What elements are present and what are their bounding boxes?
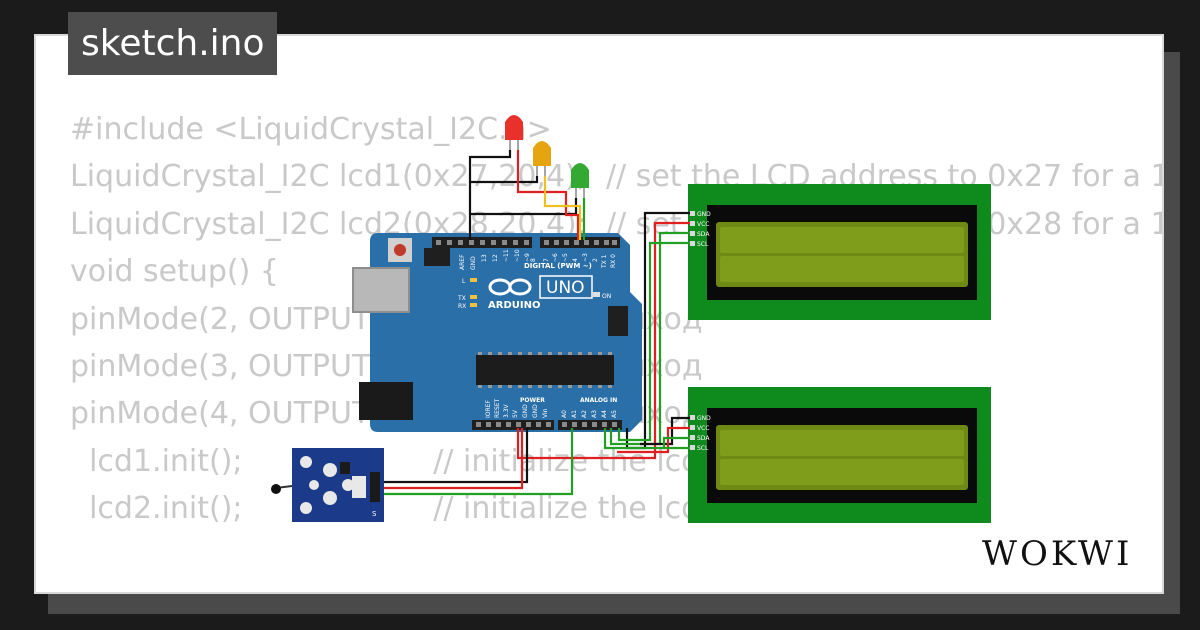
digital-header-label: DIGITAL (PWM ~) xyxy=(524,262,592,270)
pin-label: 8 xyxy=(530,258,537,262)
sensor-pin-label: S xyxy=(372,510,377,518)
arduino-infinity-icon xyxy=(488,278,532,296)
microcontroller-chip xyxy=(476,355,614,385)
usb-port xyxy=(352,267,410,313)
lcd-pin-label: SCL xyxy=(697,445,709,452)
pin-label: GND xyxy=(532,404,539,418)
pin-label: TX 1 xyxy=(601,254,608,269)
pin-label: 2 xyxy=(592,258,599,262)
analog-header-label: ANALOG IN xyxy=(580,397,617,404)
code-line: void setup() { xyxy=(70,254,279,290)
pin-label: A4 xyxy=(601,410,608,418)
lcd-pin-label: VCC xyxy=(697,425,709,432)
led-label-l: L xyxy=(462,278,466,285)
code-listing: #include <LiquidCrystal_I2C.h> LiquidCrys… xyxy=(70,106,1164,533)
pin-label: 7 xyxy=(543,258,550,262)
pin-label: ~3 xyxy=(582,253,589,262)
pin-label: 13 xyxy=(481,254,488,262)
pin-label: 12 xyxy=(492,254,499,262)
led-red[interactable] xyxy=(505,115,523,150)
led-label-tx: TX xyxy=(457,295,466,302)
arduino-brand-label: ARDUINO xyxy=(488,300,540,311)
lcd-pin-label: SCL xyxy=(697,241,709,248)
led-label-rx: RX xyxy=(458,303,466,310)
code-line: lcd2.init(); // initialize the lcd xyxy=(70,491,701,527)
lcd-pin-label: GND xyxy=(697,415,711,422)
lcd-display-2[interactable]: GND VCC SDA SCL xyxy=(688,387,991,523)
arduino-uno-board[interactable]: AREF GND 13 12 ~11 ~10 ~9 8 7 ~6 ~5 4 ~3… xyxy=(352,233,642,432)
pin-label: Vin xyxy=(542,408,549,418)
pin-label: RESET xyxy=(494,398,501,418)
board-model-label: UNO xyxy=(546,278,585,298)
code-line: lcd1.init(); // initialize the lcd xyxy=(70,443,701,479)
lcd-pin-label: SDA xyxy=(697,231,710,238)
pin-label: A3 xyxy=(591,410,598,418)
power-on-label: ON xyxy=(602,293,611,300)
led-yellow[interactable] xyxy=(533,141,551,176)
pin-label: GND xyxy=(522,404,529,418)
pin-label: ~10 xyxy=(514,249,521,262)
lcd-pin-label: SDA xyxy=(697,435,710,442)
pin-label: A1 xyxy=(571,410,578,418)
lcd-pin-label: GND xyxy=(697,211,711,218)
pin-label: IOREF xyxy=(485,400,492,418)
pin-label: GND xyxy=(470,256,477,270)
wokwi-logo-text: WOKWI xyxy=(982,534,1132,574)
thermistor-icon xyxy=(271,484,281,494)
pin-label: ~11 xyxy=(503,249,510,262)
pin-label: A0 xyxy=(561,410,568,418)
power-jack xyxy=(359,382,413,420)
pin-label: A2 xyxy=(581,410,588,418)
lcd-pin-label: VCC xyxy=(697,221,709,228)
lcd-2-segments xyxy=(720,430,964,485)
code-line: LiquidCrystal_I2C lcd1(0x27,20,4); // se… xyxy=(70,159,1164,195)
wokwi-logo-graphic: WOKWI xyxy=(982,534,1132,574)
pin-label: ~6 xyxy=(552,253,559,262)
code-line: #include <LiquidCrystal_I2C.h> xyxy=(70,112,552,147)
lcd-1-segments xyxy=(720,227,964,282)
lcd-display-1[interactable]: GND VCC SDA SCL xyxy=(688,184,991,320)
temperature-sensor-module[interactable]: S xyxy=(271,448,384,522)
wires xyxy=(380,150,690,496)
pin-label: 3.3V xyxy=(503,403,510,418)
led-green[interactable] xyxy=(571,163,589,198)
pin-label: RX 0 xyxy=(610,254,617,268)
pin-label: ~9 xyxy=(524,253,531,262)
pin-label: 4 xyxy=(572,258,579,262)
pin-label: ~5 xyxy=(562,253,569,262)
wokwi-logo: WOKWI xyxy=(976,527,1150,577)
pin-label: A5 xyxy=(611,410,618,418)
pin-label: 5V xyxy=(512,409,519,418)
pin-label: AREF xyxy=(459,254,466,270)
file-tab[interactable]: sketch.ino xyxy=(68,12,278,75)
power-header-label: POWER xyxy=(520,397,545,404)
